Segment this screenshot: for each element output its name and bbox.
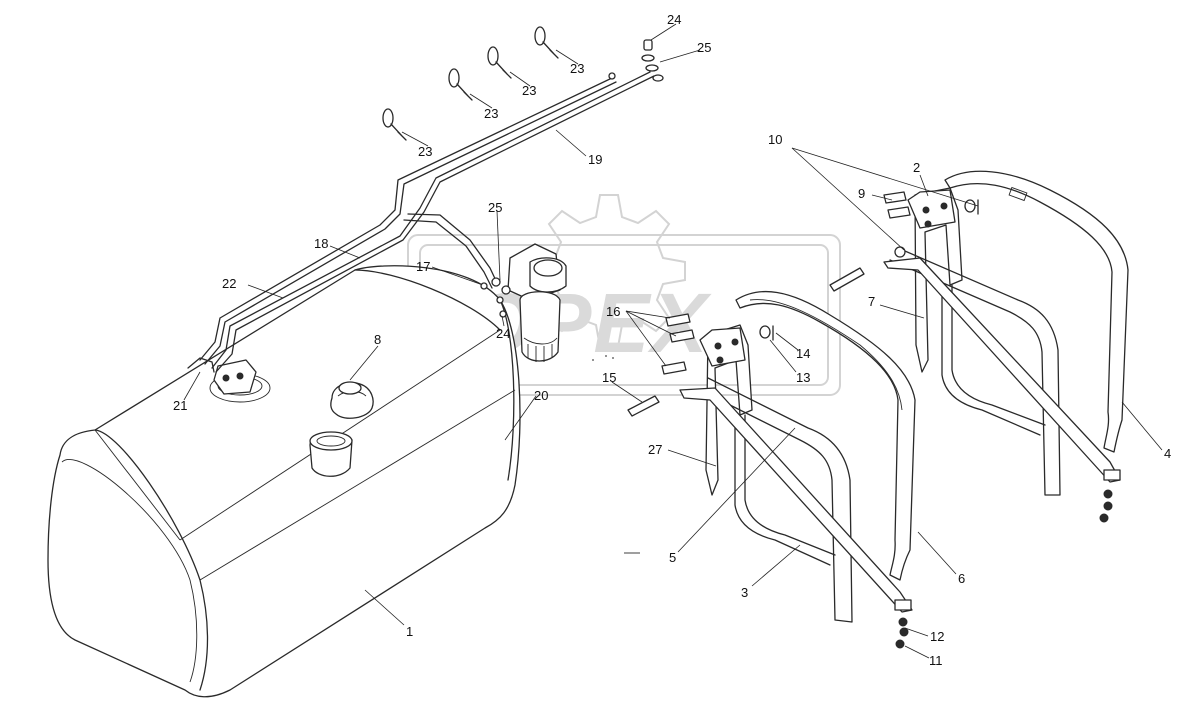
callout-11: 11 [929,653,943,668]
callout-13: 13 [796,370,810,385]
callout-2: 2 [913,160,920,175]
leader-lines [183,23,1163,659]
callout-labels: 1 2 3 4 5 6 7 8 9 10 11 12 13 14 15 16 1… [173,12,1171,668]
callout-1: 1 [406,624,413,639]
callout-23c: 23 [522,83,536,98]
tank-bracket-rear [829,170,1129,523]
callout-15: 15 [602,370,616,385]
fuel-lines [199,71,655,373]
callout-5: 5 [669,550,676,565]
callout-23d: 23 [570,61,584,76]
callout-6: 6 [958,571,965,586]
callout-25b: 25 [488,200,502,215]
callout-12: 12 [930,629,944,644]
callout-8: 8 [374,332,381,347]
callout-20: 20 [534,388,548,403]
callout-7: 7 [868,294,875,309]
callout-24a: 24 [667,12,681,27]
callout-23b: 23 [484,106,498,121]
callout-23a: 23 [418,144,432,159]
callout-4: 4 [1164,446,1171,461]
callout-14: 14 [796,346,810,361]
callout-9: 9 [858,186,865,201]
callout-16: 16 [606,304,620,319]
callout-17: 17 [416,259,430,274]
callout-22: 22 [222,276,236,291]
small-dot-marks [592,355,614,361]
fuel-sender-unit [187,357,271,403]
fuel-tank [47,265,521,698]
line-fittings-top [641,39,664,82]
tube-clips [382,26,559,141]
callout-21: 21 [173,398,187,413]
callout-19: 19 [588,152,602,167]
callout-27: 27 [648,442,662,457]
callout-3: 3 [741,585,748,600]
filler-cap [309,381,374,477]
callout-25a: 25 [697,40,711,55]
watermark-gear-icon [532,194,686,348]
callout-24b: 24 [496,326,510,341]
callout-10: 10 [768,132,782,147]
callout-18: 18 [314,236,328,251]
tank-bracket-front [627,290,916,649]
fuel-filter [480,243,567,362]
